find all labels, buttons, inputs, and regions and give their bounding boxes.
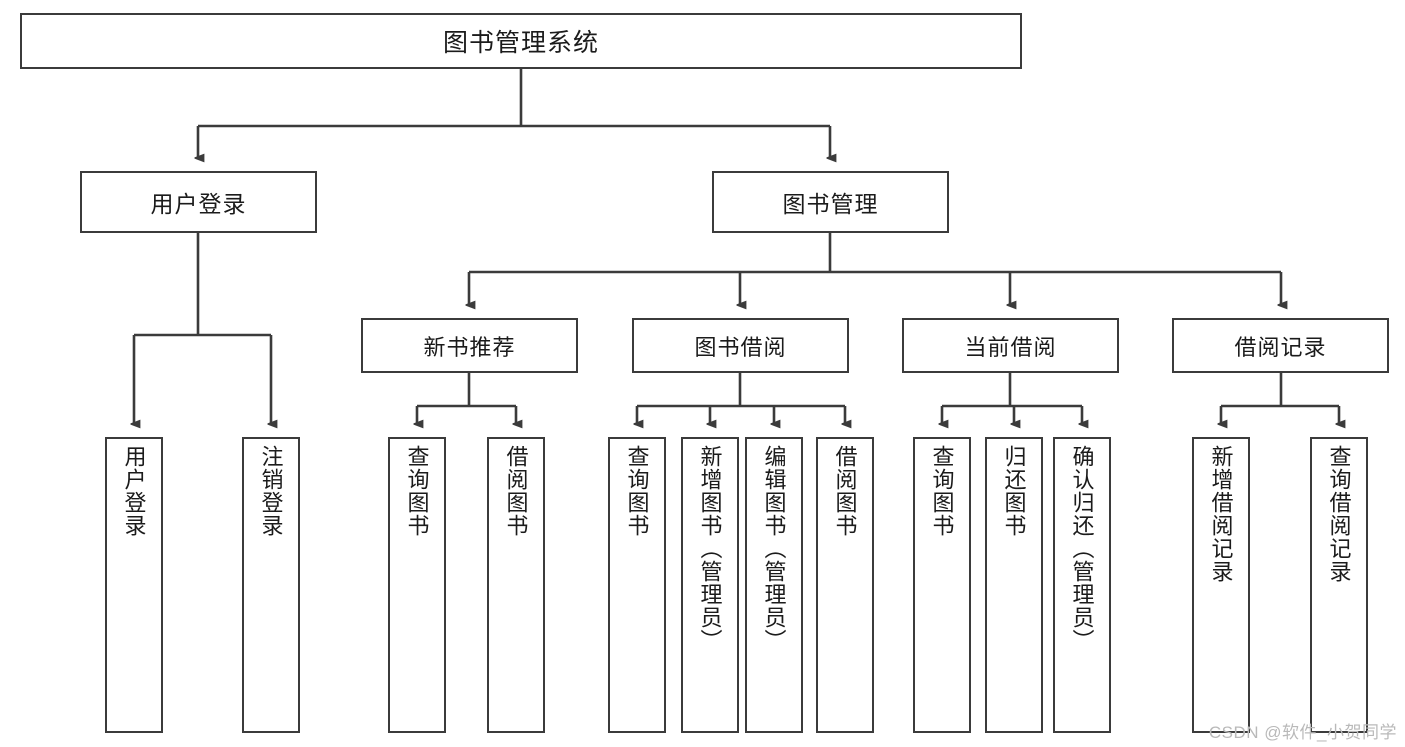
node-book-management[interactable]: 图书管理 (712, 171, 949, 233)
node-leaf-borrow-book[interactable]: 借阅图书 (816, 437, 874, 733)
node-leaf-query-book-borrow[interactable]: 查询图书 (608, 437, 666, 733)
node-leaf-query-book-recommend[interactable]: 查询图书 (388, 437, 446, 733)
node-root[interactable]: 图书管理系统 (20, 13, 1022, 69)
node-leaf-return-book-label: 归还图书 (1001, 445, 1027, 537)
node-leaf-confirm-return[interactable]: 确认归还（管理员） (1053, 437, 1111, 733)
node-user-login-label: 用户登录 (150, 191, 247, 217)
node-leaf-add-borrow-record-label: 新增借阅记录 (1208, 445, 1234, 583)
node-current-borrow[interactable]: 当前借阅 (902, 318, 1119, 373)
node-leaf-query-borrow-record-label: 查询借阅记录 (1326, 445, 1352, 583)
node-leaf-edit-book[interactable]: 编辑图书（管理员） (745, 437, 803, 733)
node-leaf-confirm-return-label: 确认归还（管理员） (1069, 445, 1095, 652)
csdn-watermark: CSDN @软件_小贺同学 (1208, 723, 1397, 742)
node-book-management-label: 图书管理 (782, 191, 879, 217)
node-leaf-query-borrow-record[interactable]: 查询借阅记录 (1310, 437, 1368, 733)
node-current-borrow-label: 当前借阅 (964, 334, 1057, 360)
node-new-book-recommend-label: 新书推荐 (423, 334, 516, 360)
node-leaf-add-book[interactable]: 新增图书（管理员） (681, 437, 739, 733)
node-leaf-query-book-borrow-label: 查询图书 (624, 445, 650, 537)
node-leaf-edit-book-label: 编辑图书（管理员） (761, 445, 787, 652)
node-leaf-logout-login-label: 注销登录 (258, 445, 284, 537)
node-user-login[interactable]: 用户登录 (80, 171, 317, 233)
node-leaf-user-login[interactable]: 用户登录 (105, 437, 163, 733)
node-leaf-return-book[interactable]: 归还图书 (985, 437, 1043, 733)
node-leaf-query-book-recommend-label: 查询图书 (404, 445, 430, 537)
node-new-book-recommend[interactable]: 新书推荐 (361, 318, 578, 373)
node-borrow-record[interactable]: 借阅记录 (1172, 318, 1389, 373)
node-book-borrow-label: 图书借阅 (694, 334, 787, 360)
node-leaf-user-login-label: 用户登录 (121, 445, 147, 537)
node-borrow-record-label: 借阅记录 (1234, 334, 1327, 360)
node-leaf-borrow-book-recommend-label: 借阅图书 (503, 445, 529, 537)
node-leaf-add-borrow-record[interactable]: 新增借阅记录 (1192, 437, 1250, 733)
node-leaf-borrow-book-label: 借阅图书 (832, 445, 858, 537)
node-root-label: 图书管理系统 (442, 29, 599, 57)
node-book-borrow[interactable]: 图书借阅 (632, 318, 849, 373)
node-leaf-borrow-book-recommend[interactable]: 借阅图书 (487, 437, 545, 733)
node-leaf-query-book-current[interactable]: 查询图书 (913, 437, 971, 733)
node-leaf-query-book-current-label: 查询图书 (929, 445, 955, 537)
node-leaf-add-book-label: 新增图书（管理员） (697, 445, 723, 652)
node-leaf-logout-login[interactable]: 注销登录 (242, 437, 300, 733)
